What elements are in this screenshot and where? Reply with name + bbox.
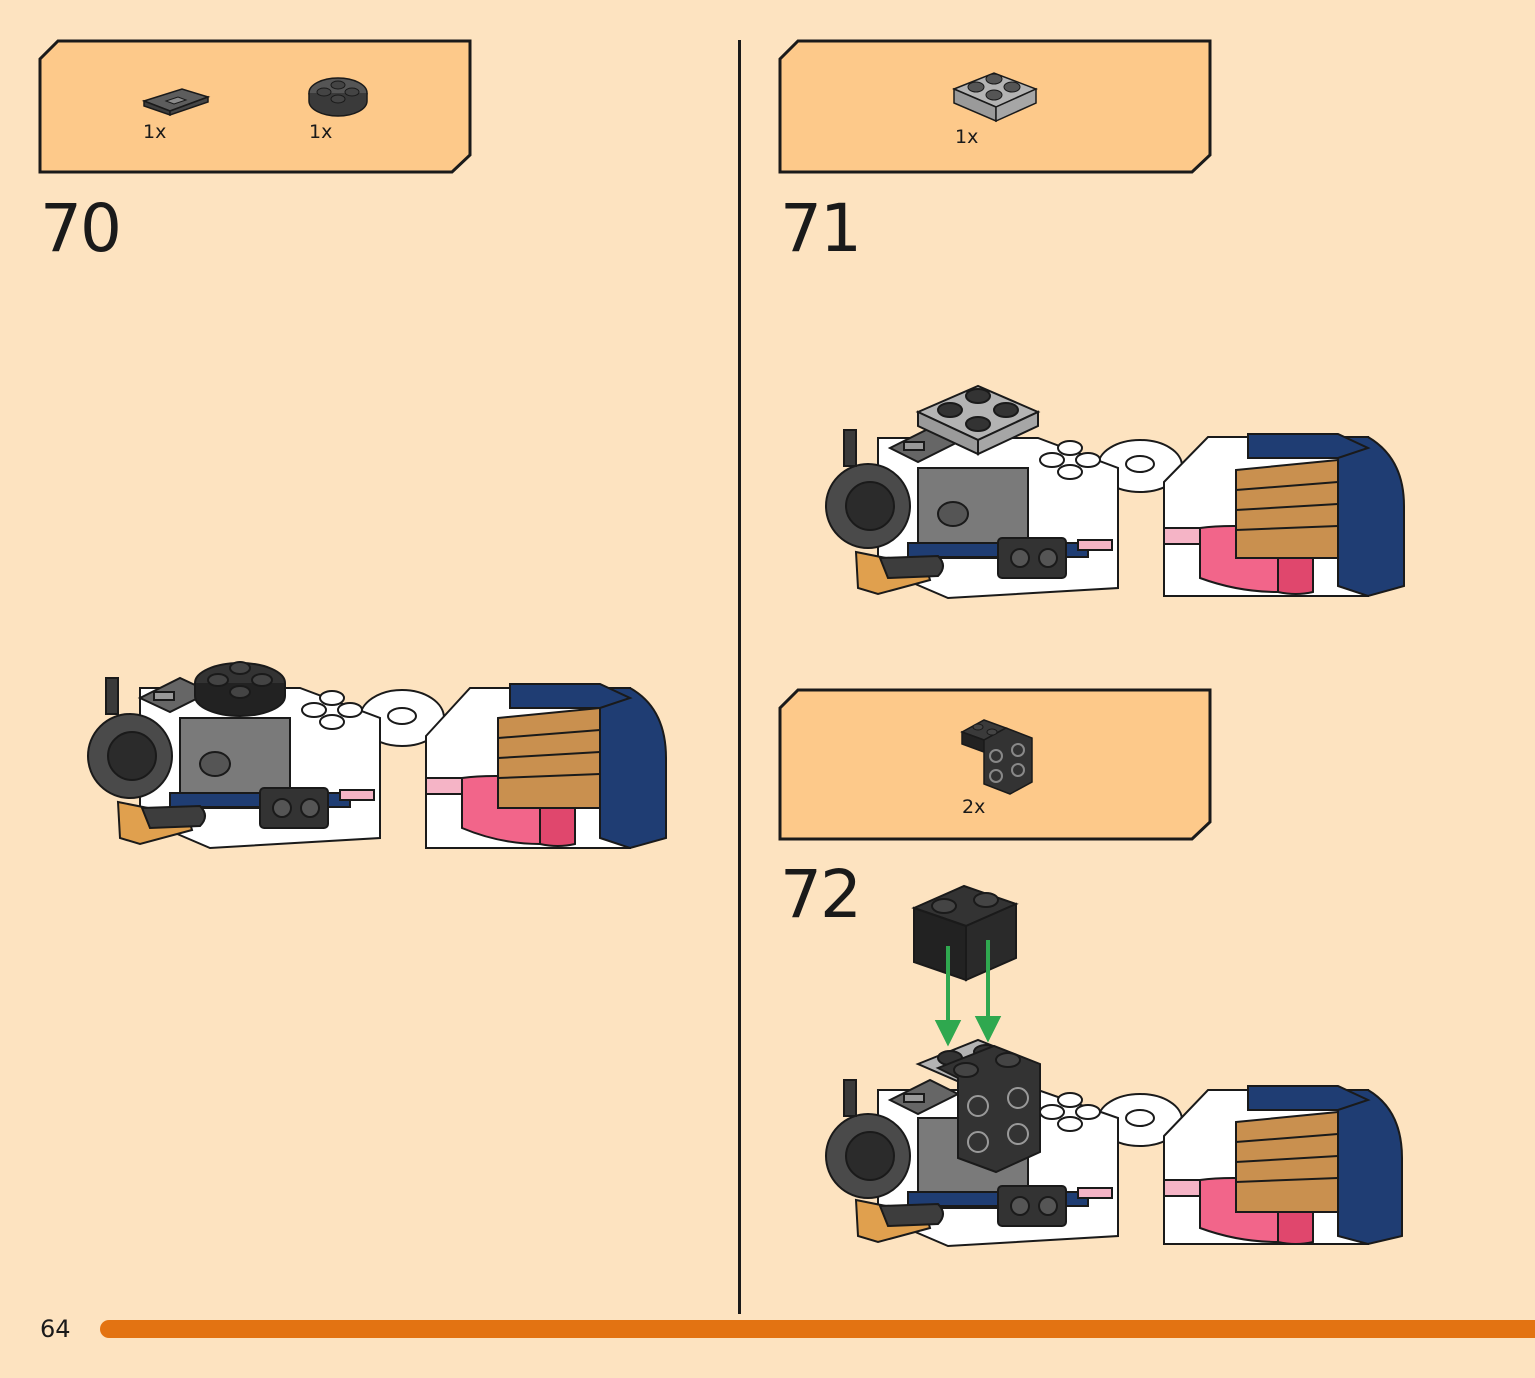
parts-item-black-bracket xyxy=(958,712,1038,796)
page-number: 64 xyxy=(40,1315,71,1343)
step-number-70: 70 xyxy=(40,190,122,267)
parts-item-round-plate xyxy=(304,69,374,129)
parts-qty-round-plate: 1x xyxy=(309,121,333,143)
model-illustration-step-71 xyxy=(825,384,1405,600)
parts-qty-light-grey-plate: 1x xyxy=(955,126,979,148)
arrow-icon xyxy=(934,940,1002,1047)
progress-bar xyxy=(100,1320,1535,1338)
parts-item-light-grey-plate xyxy=(950,63,1040,127)
parts-qty-black-bracket: 2x xyxy=(962,796,986,818)
parts-box-frame xyxy=(38,39,472,174)
light-grey-plate-icon xyxy=(952,72,1038,123)
parts-box-step-71: 1x xyxy=(778,39,1213,175)
column-divider xyxy=(738,40,741,1314)
round-plate-icon xyxy=(308,77,368,117)
step-number-72: 72 xyxy=(780,856,862,933)
model-illustration-step-70 xyxy=(87,661,667,850)
parts-box-step-70: 1x 1x xyxy=(38,39,473,175)
parts-item-grille-tile xyxy=(138,79,218,139)
step-number-71: 71 xyxy=(780,190,862,267)
grille-tile-icon xyxy=(141,88,211,117)
parts-box-step-72: 2x xyxy=(778,688,1213,842)
model-illustration-step-72 xyxy=(825,884,1403,1248)
black-bracket-icon xyxy=(960,719,1033,795)
parts-qty-grille-tile: 1x xyxy=(143,121,167,143)
